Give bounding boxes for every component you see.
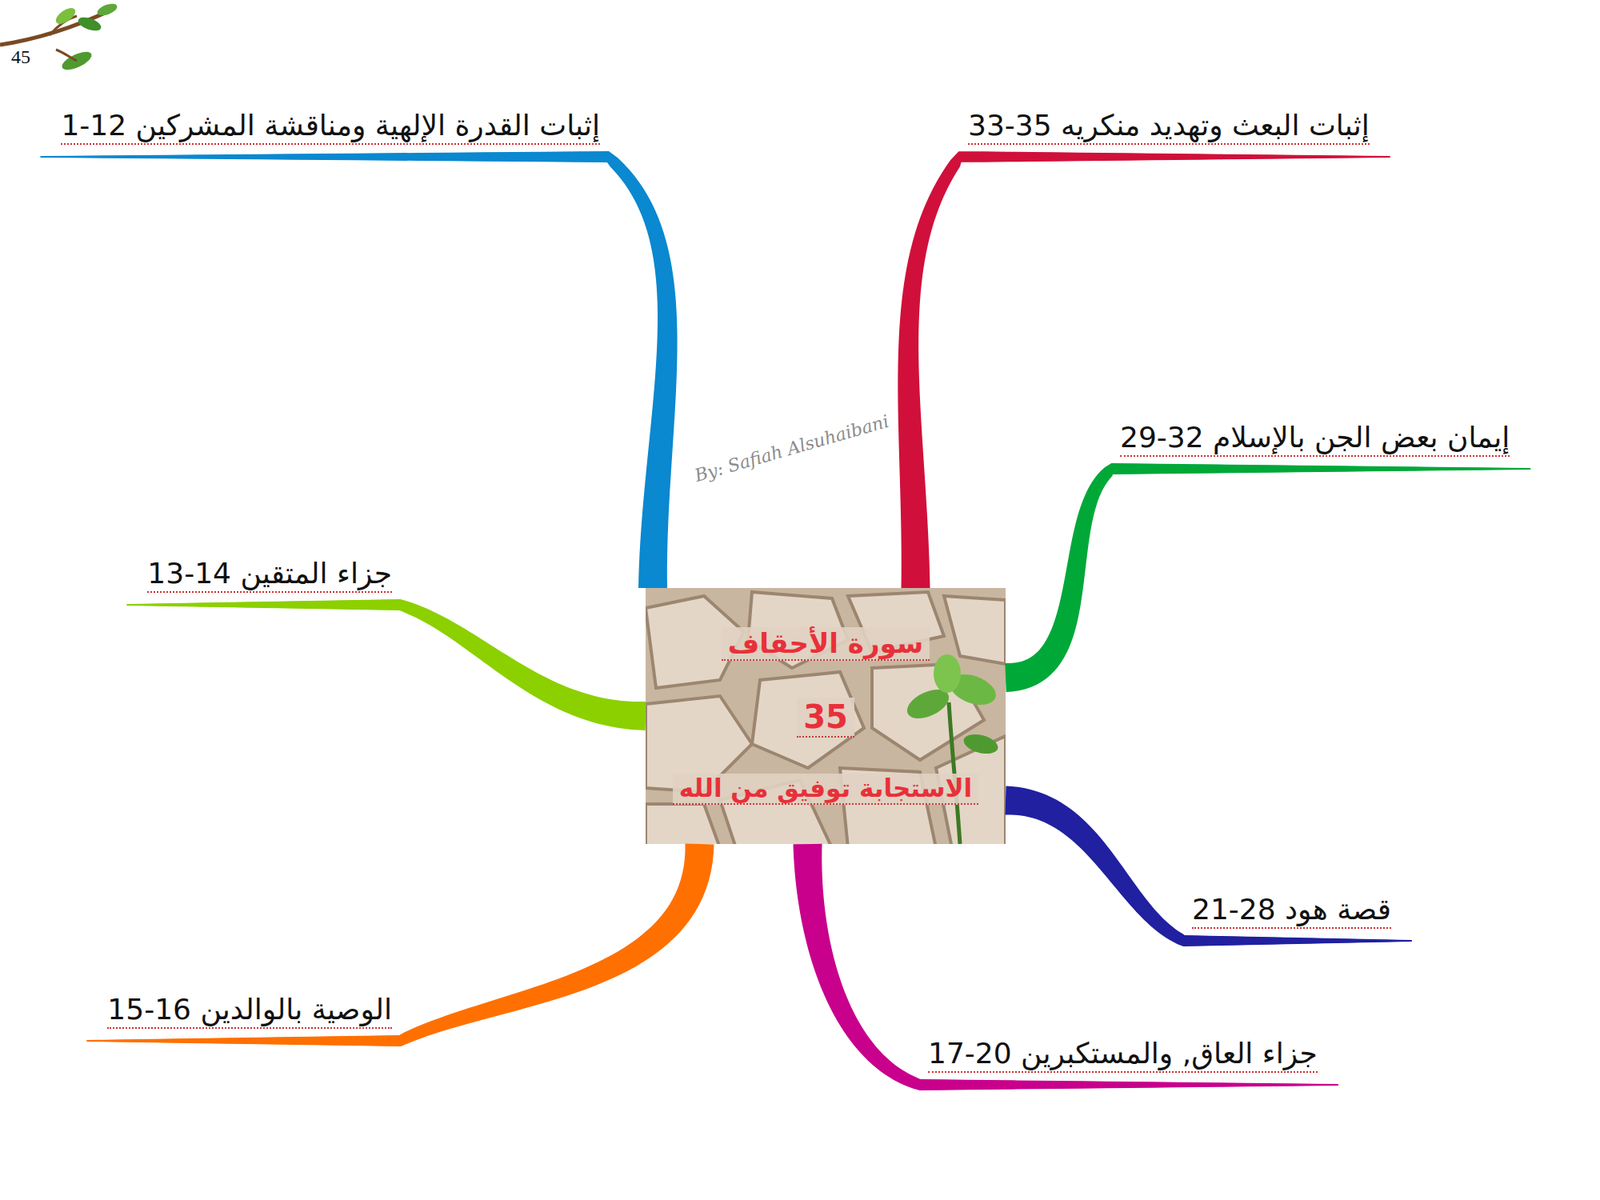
seedling-leaf (961, 731, 1000, 758)
branch-text: إيمان بعض الجن بالإسلام 32-29 (1120, 419, 1510, 457)
branch-text: الوصية بالوالدين 16-15 (107, 991, 392, 1029)
logo-twig (56, 49, 77, 61)
logo-leaf (96, 1, 120, 18)
central-text: الاستجابة توفيق من الله (672, 773, 979, 805)
branch-topic: إثبات البعث وتهديد منكريه 35-33 (960, 104, 1378, 148)
seedling (902, 654, 1000, 844)
central-text: سورة الأحقاف (721, 627, 930, 662)
branch-band (1004, 463, 1531, 692)
branch-text: إثبات القدرة الإلهية ومناقشة المشركين 12… (60, 107, 600, 145)
branch-band (793, 844, 1339, 1091)
branch-text: قصة هود 28-21 (1192, 891, 1392, 929)
earth-tile (645, 804, 720, 844)
logo-branch (0, 9, 112, 45)
branch-band (1005, 786, 1412, 947)
logo-leaf (76, 14, 104, 33)
branch-topic: الوصية بالوالدين 16-15 (99, 988, 400, 1032)
author-credit: By: Safiah Alsuhaibani (692, 410, 892, 485)
branch-group (86, 843, 714, 1046)
central-topic: سورة الأحقاف 35 الاستجابة توفيق من الله (645, 588, 1006, 844)
branch-band (40, 151, 677, 588)
branch-topic: جزاء المتقين 14-13 (139, 552, 400, 596)
earth-tile (944, 596, 1006, 664)
branch-band (86, 843, 714, 1046)
central-text: 35 (796, 697, 855, 738)
branch-text: جزاء المتقين 14-13 (147, 555, 392, 593)
logo-leaf (53, 4, 79, 28)
branch-text: جزاء العاق, والمستكبرين 20-17 (928, 1035, 1318, 1073)
branch-band (897, 151, 1390, 588)
branch-topic: إثبات القدرة الإلهية ومناقشة المشركين 12… (52, 104, 608, 148)
branch-topic: جزاء العاق, والمستكبرين 20-17 (920, 1032, 1326, 1076)
branch-group (40, 151, 677, 588)
earth-tiles (645, 592, 1006, 844)
earth-tile (752, 672, 864, 768)
branch-band (126, 599, 646, 731)
page-number: 45 (11, 46, 31, 68)
branch-group (897, 151, 1390, 588)
branch-topic: إيمان بعض الجن بالإسلام 32-29 (1112, 416, 1518, 460)
branch-text: إثبات البعث وتهديد منكريه 35-33 (968, 107, 1370, 145)
seedling-leaf (933, 654, 961, 693)
branch-group (1005, 786, 1412, 947)
branch-group (1004, 463, 1531, 692)
branch-group (126, 599, 646, 731)
branch-group (793, 844, 1339, 1091)
branch-logo (0, 1, 119, 74)
branch-topic: قصة هود 28-21 (1184, 888, 1400, 932)
cracked-earth (645, 588, 1006, 844)
